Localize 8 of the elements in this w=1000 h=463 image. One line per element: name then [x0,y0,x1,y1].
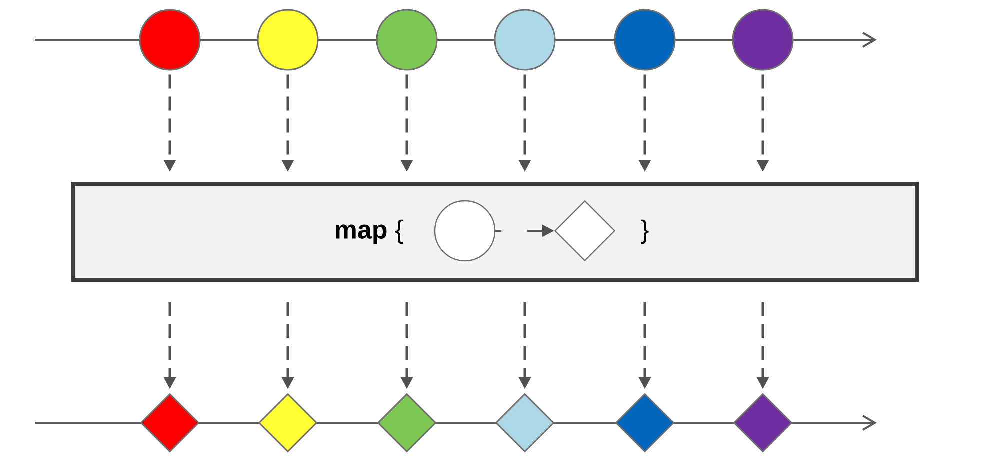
marble-circle [494,9,556,71]
map-operator-box: map { } [71,182,920,282]
marble-circle [139,9,201,71]
marble-circle [614,9,676,71]
marble-circle [376,9,438,71]
marble-circle [732,9,794,71]
marble-circle [257,9,319,71]
input-circle [434,200,496,262]
